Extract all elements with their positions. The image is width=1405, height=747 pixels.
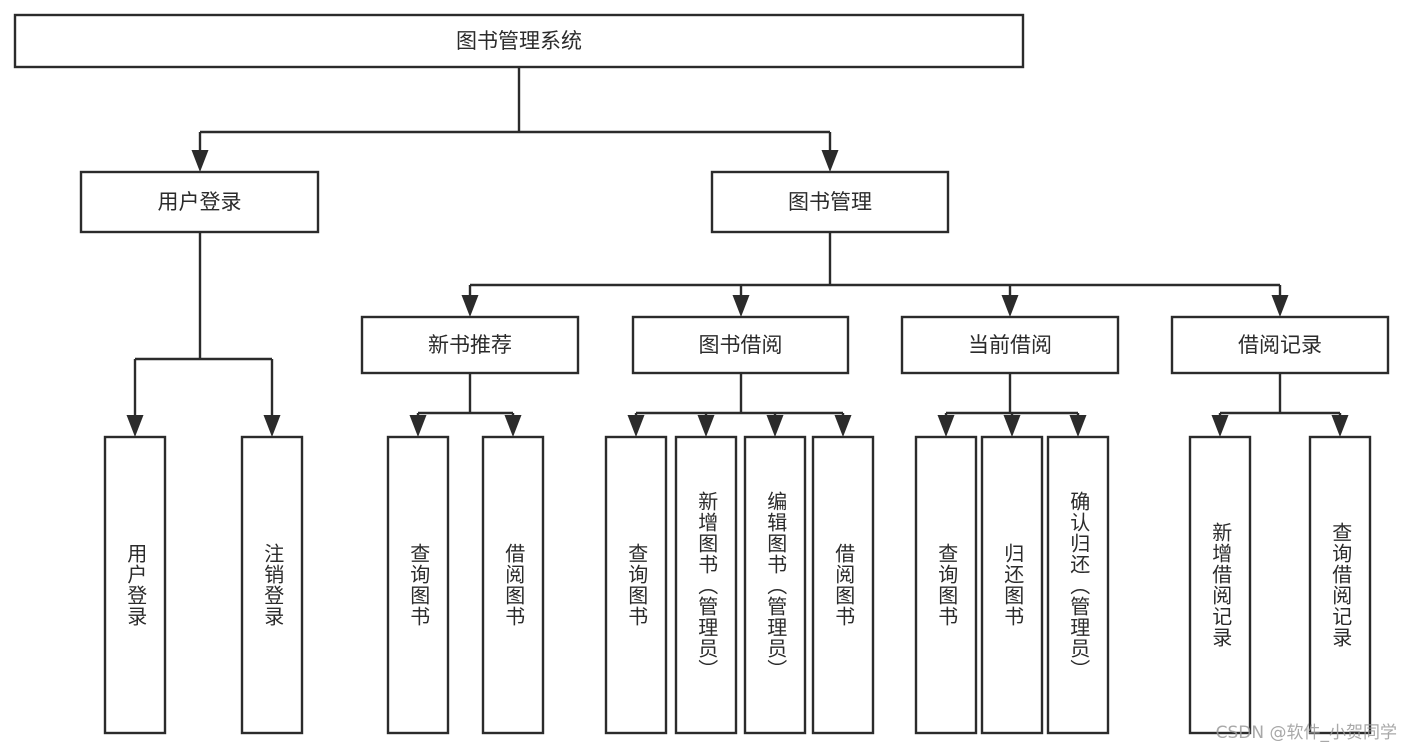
node-box-leaf-borrow-book-1[interactable] xyxy=(481,435,545,735)
node-box-new-book-rec[interactable] xyxy=(360,315,580,375)
arrow-head-icon xyxy=(191,150,209,172)
arrow-head-icon xyxy=(1211,415,1229,437)
arrow-head-icon xyxy=(1331,415,1349,437)
arrow-head-icon xyxy=(834,415,852,437)
node-box-leaf-user-login[interactable] xyxy=(103,435,167,735)
node-box-leaf-add-record[interactable] xyxy=(1188,435,1252,735)
node-box-leaf-query-book-3[interactable] xyxy=(914,435,978,735)
arrow-head-icon xyxy=(732,295,750,317)
arrow-head-icon xyxy=(461,295,479,317)
node-label-borrow-record: 借阅记录 xyxy=(1238,333,1322,357)
arrow-head-icon xyxy=(1003,415,1021,437)
connector-layer xyxy=(126,67,1349,437)
arrow-head-icon xyxy=(1271,295,1289,317)
node-box-user-login[interactable] xyxy=(79,170,320,234)
arrow-head-icon xyxy=(263,415,281,437)
watermark-text: CSDN @软件_小贺同学 xyxy=(1215,723,1397,743)
node-label-user-login: 用户登录 xyxy=(158,190,242,214)
node-box-leaf-logout[interactable] xyxy=(240,435,304,735)
arrow-head-icon xyxy=(821,150,839,172)
arrow-head-icon xyxy=(766,415,784,437)
node-box-book-borrow[interactable] xyxy=(631,315,850,375)
arrow-head-icon xyxy=(1069,415,1087,437)
arrow-head-icon xyxy=(697,415,715,437)
node-label-new-book-rec: 新书推荐 xyxy=(428,333,512,357)
node-box-root[interactable] xyxy=(13,13,1025,69)
node-label-current-borrow: 当前借阅 xyxy=(968,333,1052,357)
arrow-head-icon xyxy=(504,415,522,437)
node-box-leaf-query-book-1[interactable] xyxy=(386,435,450,735)
node-box-leaf-return-book[interactable] xyxy=(980,435,1044,735)
arrow-head-icon xyxy=(1001,295,1019,317)
node-label-book-manage: 图书管理 xyxy=(788,190,872,214)
node-box-book-manage[interactable] xyxy=(710,170,950,234)
node-box-current-borrow[interactable] xyxy=(900,315,1120,375)
node-box-leaf-query-record[interactable] xyxy=(1308,435,1372,735)
node-box-leaf-borrow-book-2[interactable] xyxy=(811,435,875,735)
node-box-leaf-add-book[interactable] xyxy=(674,435,738,735)
node-label-book-borrow: 图书借阅 xyxy=(699,333,783,357)
node-box-leaf-query-book-2[interactable] xyxy=(604,435,668,735)
arrow-head-icon xyxy=(627,415,645,437)
arrow-head-icon xyxy=(409,415,427,437)
arrow-head-icon xyxy=(937,415,955,437)
arrow-head-icon xyxy=(126,415,144,437)
node-box-borrow-record[interactable] xyxy=(1170,315,1390,375)
node-box-leaf-edit-book[interactable] xyxy=(743,435,807,735)
node-label-root: 图书管理系统 xyxy=(456,29,582,53)
node-box-leaf-confirm-return[interactable] xyxy=(1046,435,1110,735)
box-layer xyxy=(13,13,1390,735)
